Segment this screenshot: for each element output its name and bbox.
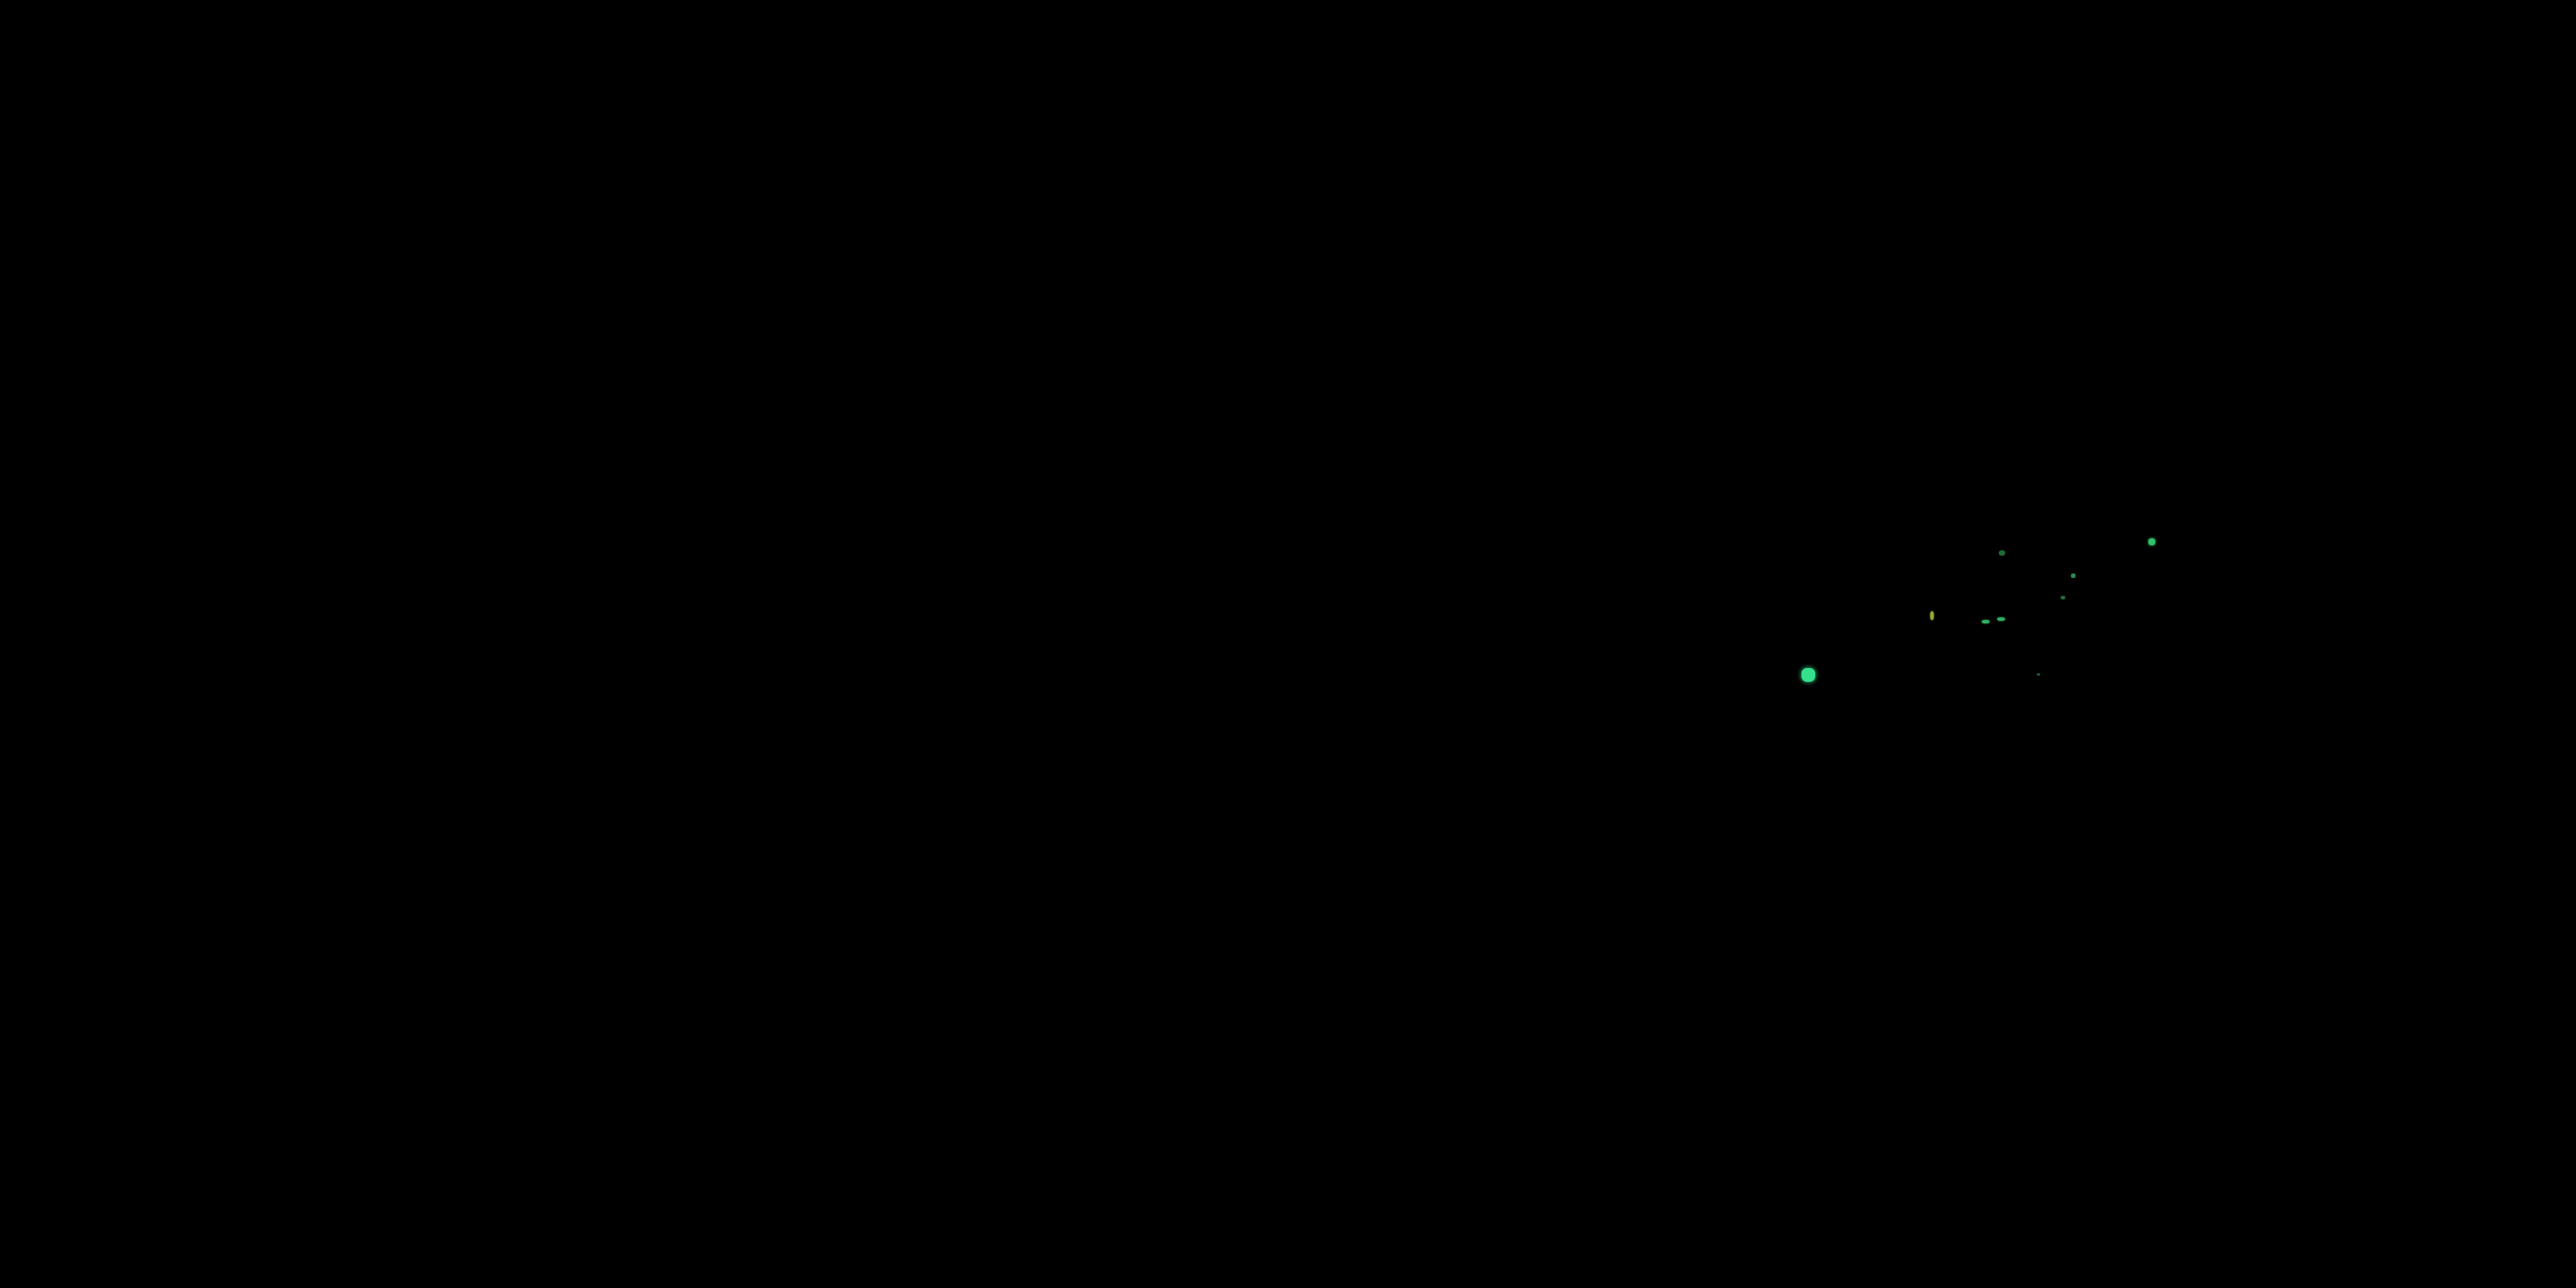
- glow-dash-right: [1997, 617, 2005, 621]
- glow-speck-top: [1999, 550, 2005, 556]
- glow-blob-large: [1801, 668, 1815, 682]
- glow-dash-left: [1982, 620, 1990, 623]
- glow-speck-mid: [2071, 574, 2075, 578]
- glow-speck-faint: [2037, 673, 2040, 676]
- glow-speck-lower: [2061, 596, 2065, 599]
- glow-mark-vertical: [1930, 611, 1934, 620]
- glow-square-right: [2148, 538, 2155, 545]
